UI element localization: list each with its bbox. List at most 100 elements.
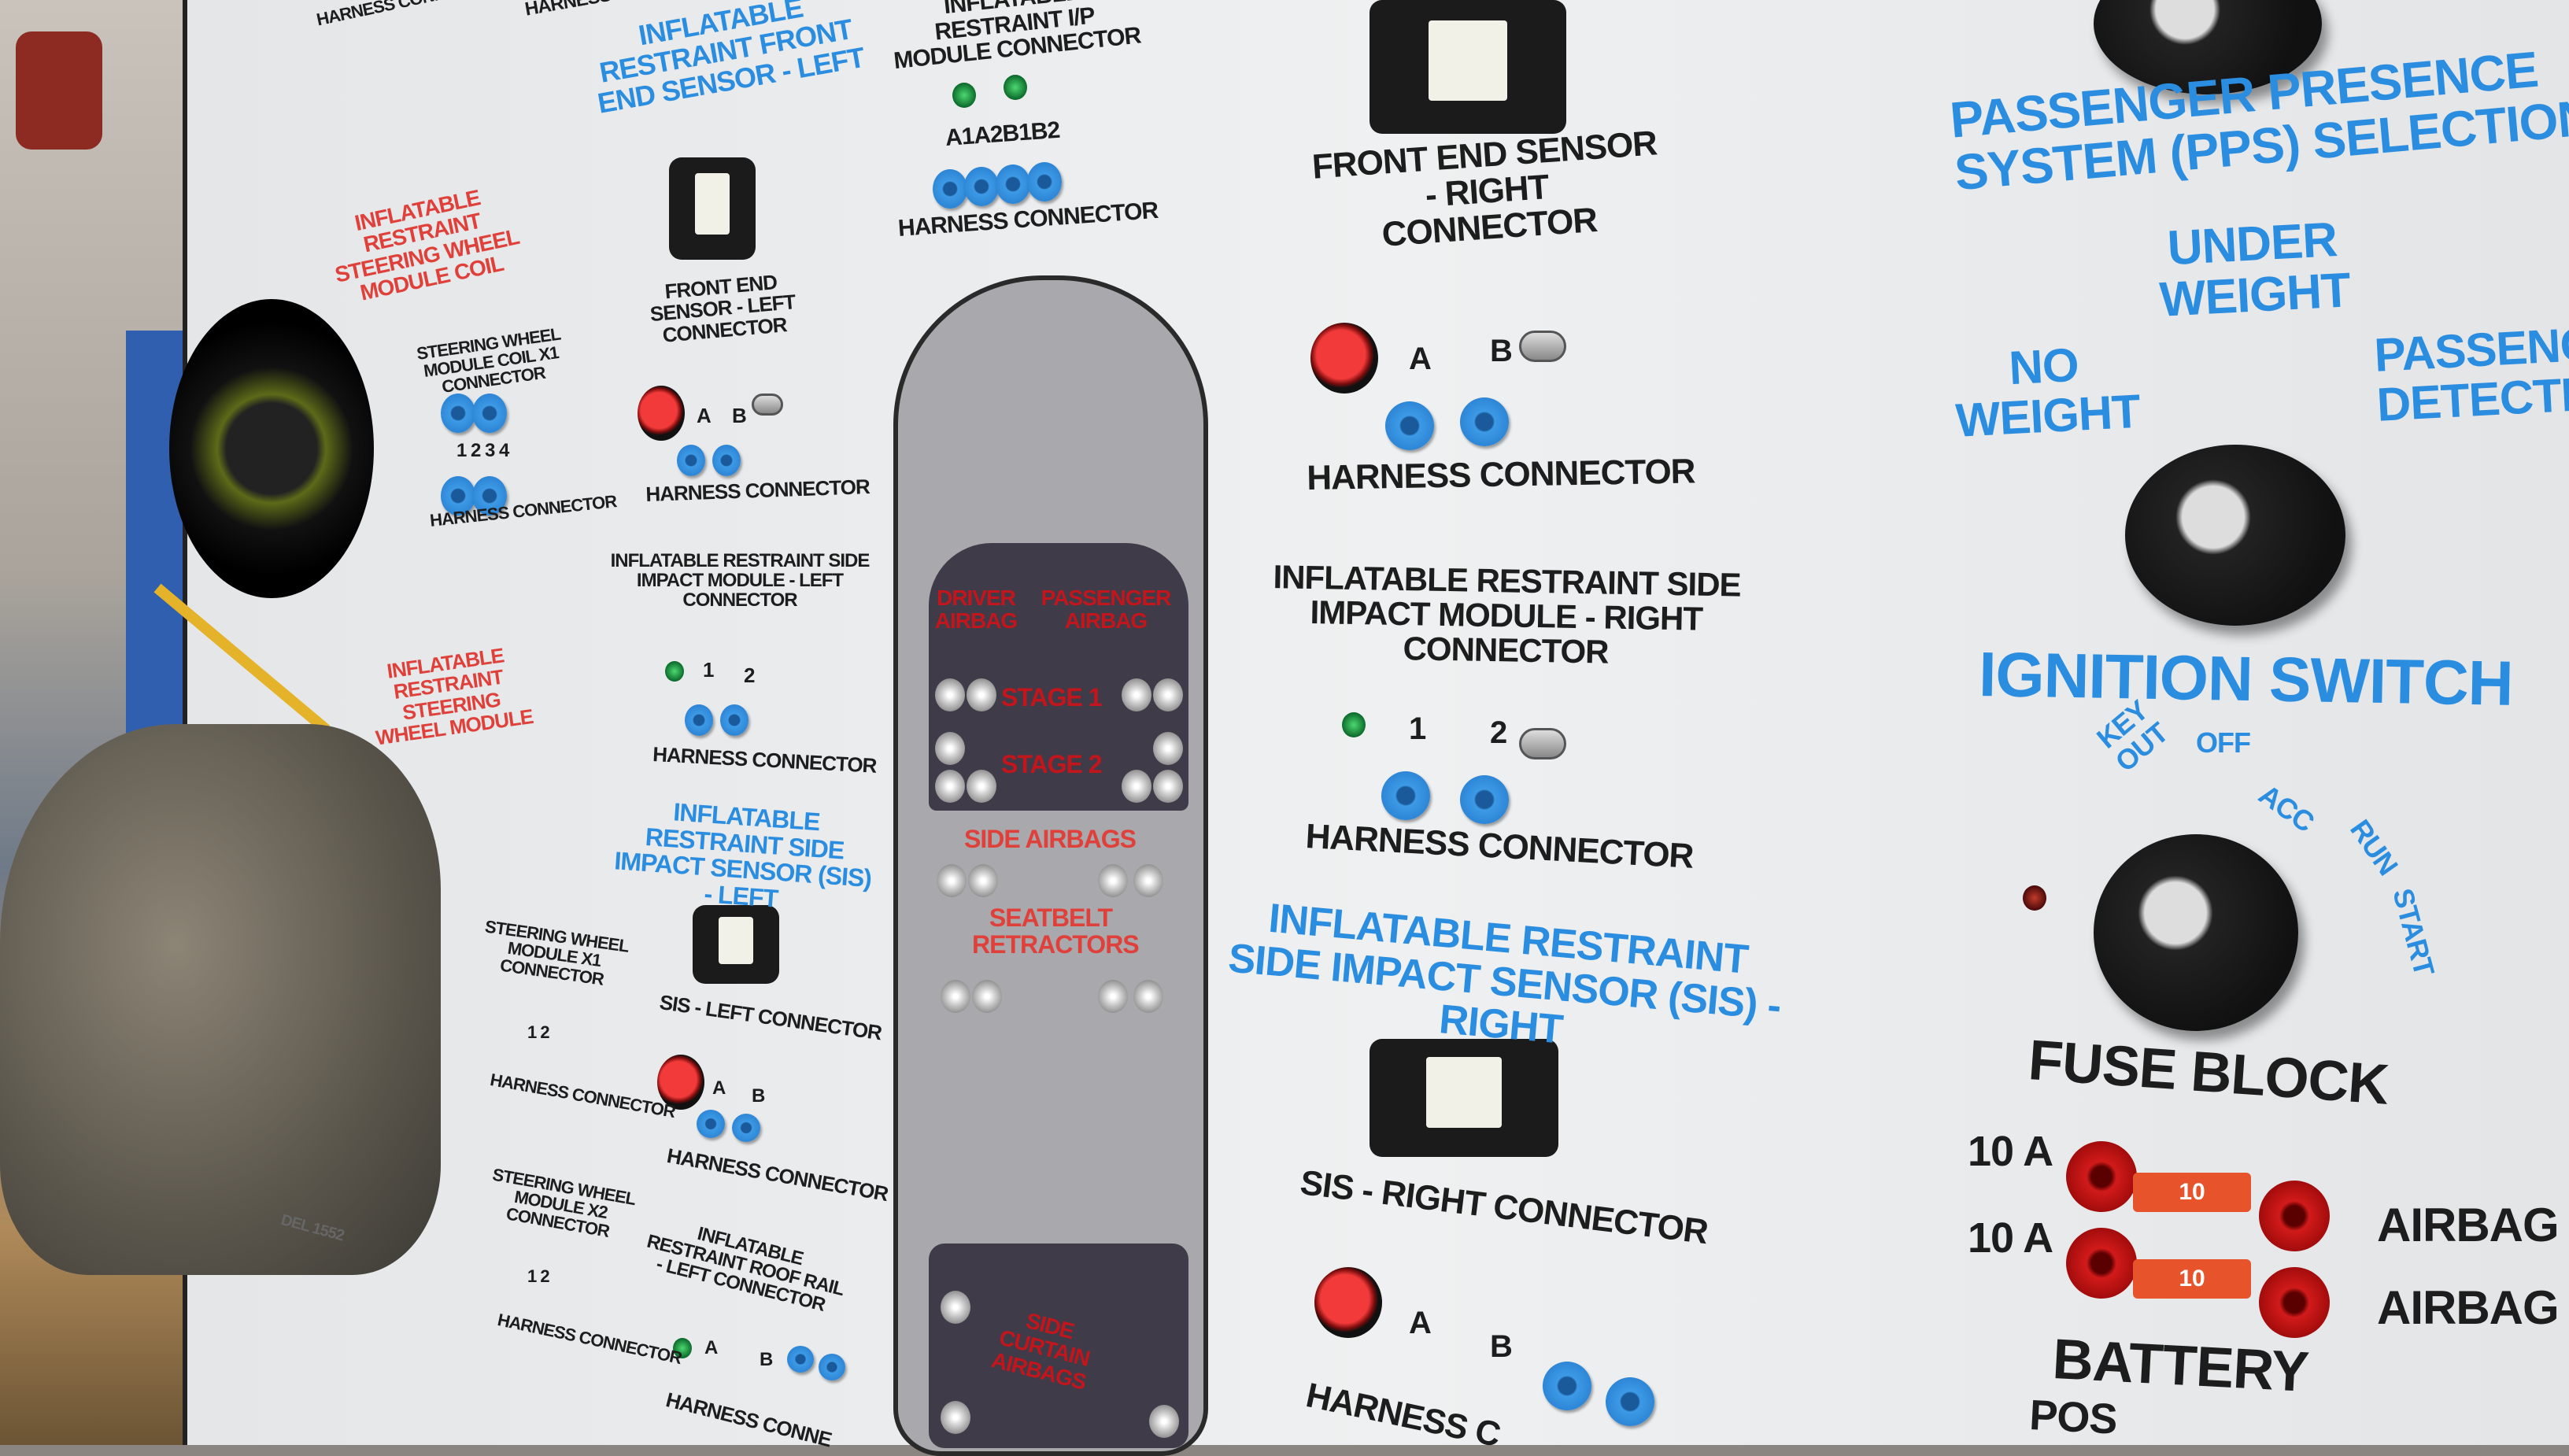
ignition-key-switch[interactable] bbox=[2094, 834, 2298, 1031]
test-stud[interactable] bbox=[1153, 770, 1183, 803]
fuse-terminal[interactable] bbox=[2066, 1228, 2137, 1299]
test-stud[interactable] bbox=[941, 980, 970, 1013]
fuse-terminal[interactable] bbox=[2259, 1181, 2330, 1251]
banana-jack[interactable] bbox=[720, 704, 749, 736]
banana-jack[interactable] bbox=[1606, 1377, 1654, 1426]
label: A bbox=[704, 1337, 718, 1358]
banana-jack[interactable] bbox=[732, 1114, 760, 1142]
ignition-switch-title: IGNITION SWITCH bbox=[1978, 639, 2514, 719]
banana-jack[interactable] bbox=[1381, 771, 1430, 820]
test-stud[interactable] bbox=[968, 864, 998, 897]
banana-jack[interactable] bbox=[441, 476, 475, 516]
test-stud[interactable] bbox=[941, 1401, 970, 1434]
fuse-10a[interactable]: 10 bbox=[2133, 1259, 2251, 1299]
rear-area bbox=[929, 1244, 1188, 1448]
front-end-sensor-right bbox=[1370, 0, 1566, 134]
steering-column bbox=[0, 724, 441, 1275]
test-stud[interactable] bbox=[941, 1291, 970, 1324]
sis-left-title: INFLATABLE RESTRAINT SIDE IMPACT SENSOR … bbox=[613, 797, 873, 913]
battery-title: BATTERY bbox=[2050, 1328, 2310, 1404]
test-stud[interactable] bbox=[935, 678, 965, 711]
ignition-off: OFF bbox=[2196, 726, 2251, 759]
fault-button[interactable] bbox=[638, 386, 685, 441]
red-equipment bbox=[16, 31, 102, 150]
fuse-terminal[interactable] bbox=[2259, 1267, 2330, 1338]
fuse-10a[interactable]: 10 bbox=[2133, 1173, 2251, 1212]
test-stud[interactable] bbox=[1098, 980, 1128, 1013]
label: B bbox=[1490, 334, 1513, 368]
banana-jack[interactable] bbox=[1027, 162, 1062, 201]
pin-label: 1 2 bbox=[527, 1022, 550, 1042]
battery-pos-label: POS bbox=[2027, 1391, 2118, 1443]
banana-jack[interactable] bbox=[787, 1346, 814, 1373]
banana-jack[interactable] bbox=[996, 164, 1030, 204]
banana-jack[interactable] bbox=[933, 169, 967, 209]
test-stud[interactable] bbox=[1153, 678, 1183, 711]
banana-jack[interactable] bbox=[1543, 1362, 1591, 1410]
fault-button[interactable] bbox=[657, 1055, 704, 1110]
test-stud[interactable] bbox=[1149, 1405, 1179, 1438]
label: PASSENGER AIRBAG bbox=[1041, 586, 1172, 634]
toggle-switch[interactable] bbox=[1519, 728, 1566, 759]
toggle-switch[interactable] bbox=[752, 394, 783, 416]
test-stud[interactable] bbox=[967, 770, 996, 803]
pps-selector-knob[interactable] bbox=[2125, 445, 2345, 626]
label: DRIVER AIRBAG bbox=[934, 586, 1018, 634]
sis-left-sensor bbox=[693, 905, 779, 984]
status-led bbox=[1004, 75, 1027, 100]
coil-x1-jacks[interactable] bbox=[441, 394, 475, 433]
banana-jack[interactable] bbox=[964, 167, 999, 206]
status-led bbox=[952, 83, 976, 108]
status-led bbox=[1342, 712, 1366, 737]
test-stud[interactable] bbox=[937, 864, 967, 897]
test-stud[interactable] bbox=[1133, 980, 1163, 1013]
label: 2 bbox=[744, 663, 756, 687]
banana-jack[interactable] bbox=[472, 394, 507, 433]
banana-jack[interactable] bbox=[819, 1354, 845, 1380]
test-stud[interactable] bbox=[972, 980, 1002, 1013]
test-stud[interactable] bbox=[1122, 678, 1151, 711]
banana-jack[interactable] bbox=[685, 704, 713, 736]
banana-jack[interactable] bbox=[1460, 397, 1509, 446]
label: B bbox=[732, 404, 747, 427]
fuse-terminal[interactable] bbox=[2066, 1141, 2137, 1212]
test-stud[interactable] bbox=[1122, 770, 1151, 803]
dash-area bbox=[929, 543, 1188, 811]
label: A bbox=[712, 1077, 726, 1099]
banana-jack[interactable] bbox=[1385, 401, 1434, 450]
test-stud[interactable] bbox=[1098, 864, 1128, 897]
fault-button[interactable] bbox=[1310, 323, 1378, 394]
status-led bbox=[665, 661, 684, 682]
front-end-sensor-left bbox=[669, 157, 756, 260]
banana-jack[interactable] bbox=[1460, 775, 1509, 824]
ignition-indicator-led bbox=[2023, 885, 2046, 911]
test-stud[interactable] bbox=[967, 678, 996, 711]
test-stud[interactable] bbox=[935, 770, 965, 803]
label: B bbox=[760, 1349, 773, 1370]
label: 1 bbox=[703, 658, 715, 682]
label: A bbox=[697, 404, 712, 427]
label: B bbox=[752, 1085, 765, 1107]
fault-button[interactable] bbox=[1314, 1267, 1382, 1338]
test-stud[interactable] bbox=[1133, 864, 1163, 897]
test-stud[interactable] bbox=[935, 732, 965, 765]
label: A bbox=[1409, 1306, 1432, 1340]
banana-jack[interactable] bbox=[697, 1110, 725, 1138]
pps-under-weight: UNDER WEIGHT bbox=[2158, 212, 2352, 327]
banana-jack[interactable] bbox=[712, 445, 741, 476]
sis-right-sensor bbox=[1370, 1039, 1558, 1157]
pps-no-weight: NO WEIGHT bbox=[1954, 338, 2142, 447]
toggle-switch[interactable] bbox=[1519, 331, 1566, 362]
pps-passenger-detected: PASSENGER DETECTED bbox=[2372, 313, 2569, 431]
test-stud[interactable] bbox=[1153, 732, 1183, 765]
fuse-rating: 10 A bbox=[1968, 1214, 2053, 1262]
pin-label: 1 2 bbox=[527, 1266, 550, 1286]
status-led bbox=[673, 1338, 692, 1358]
label: SIDE AIRBAGS bbox=[964, 825, 1137, 853]
banana-jack[interactable] bbox=[677, 445, 705, 476]
pin-label: 1 2 3 4 bbox=[457, 440, 509, 461]
label: STAGE 1 bbox=[1001, 683, 1103, 711]
label: 1 bbox=[1409, 711, 1426, 746]
banana-jack[interactable] bbox=[472, 476, 507, 516]
fuse-label: AIRBAG bbox=[2377, 1199, 2560, 1251]
